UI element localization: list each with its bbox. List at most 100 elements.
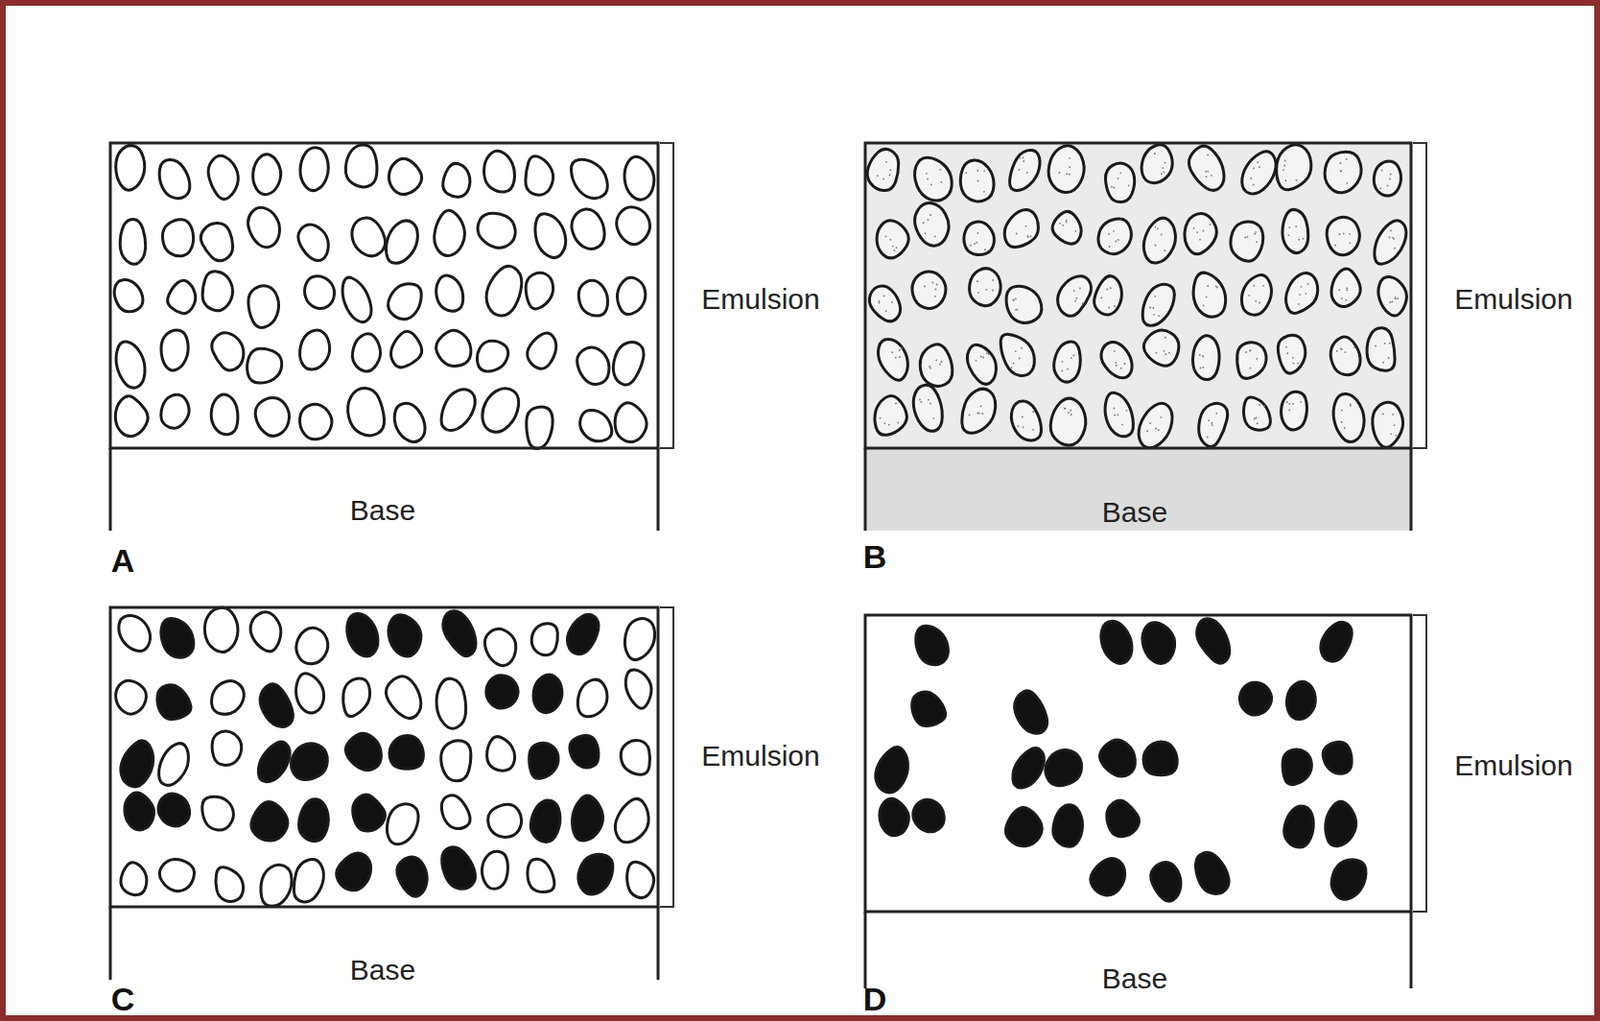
grain-stipple — [1283, 164, 1286, 167]
silver-grain — [116, 341, 145, 388]
silver-grain — [159, 160, 190, 199]
silver-grain — [260, 864, 292, 906]
silver-grain — [571, 209, 605, 249]
grain-stipple — [1374, 345, 1377, 348]
grain-stipple — [1020, 347, 1023, 350]
silver-grain — [1099, 739, 1135, 777]
silver-grain — [441, 795, 471, 829]
silver-grain — [612, 341, 644, 385]
grain-stipple — [1210, 174, 1213, 177]
grain-stipple — [1334, 244, 1337, 247]
silver-grain — [298, 224, 329, 261]
grain-stipple — [1160, 234, 1163, 236]
grain-stipple — [1286, 400, 1289, 403]
silver-grain — [1138, 402, 1173, 448]
grain-stipple — [894, 356, 897, 359]
grain-stipple — [1154, 427, 1157, 430]
silver-grain — [1286, 681, 1316, 719]
silver-grain — [388, 158, 422, 194]
silver-grain — [874, 395, 907, 435]
silver-grain — [1372, 401, 1404, 448]
grain-stipple — [1299, 400, 1302, 403]
grain-stipple — [894, 402, 897, 405]
silver-grain — [530, 800, 561, 843]
grain-stipple — [883, 295, 886, 298]
silver-grain — [482, 388, 519, 432]
silver-grain — [1143, 741, 1177, 776]
silver-grain — [1325, 800, 1357, 846]
grain-stipple — [939, 168, 942, 171]
grain-stipple — [1114, 240, 1117, 243]
grain-stipple — [932, 417, 935, 420]
silver-grain — [1199, 402, 1228, 447]
silver-grain — [436, 678, 467, 729]
grain-stipple — [1164, 352, 1167, 355]
grain-stipple — [876, 174, 879, 177]
silver-grain — [1058, 276, 1092, 316]
grain-stipple — [1061, 360, 1064, 363]
grain-stipple — [900, 347, 903, 350]
grain-stipple — [1288, 402, 1291, 405]
grain-stipple — [1391, 236, 1394, 239]
grain-stipple — [934, 235, 937, 238]
silver-grain — [211, 394, 238, 435]
base-ground — [865, 447, 1412, 531]
grain-stipple — [1256, 422, 1259, 424]
silver-grain — [162, 219, 193, 257]
base-edge — [109, 906, 113, 980]
base-edge — [657, 447, 660, 531]
grain-stipple — [1340, 170, 1342, 173]
grain-stipple — [1391, 413, 1394, 416]
silver-grain — [1282, 209, 1309, 253]
grain-stipple — [1032, 410, 1035, 413]
grain-stipple — [1196, 231, 1199, 234]
silver-grain — [118, 615, 151, 652]
grain-stipple — [1200, 367, 1202, 370]
silver-grain — [436, 275, 464, 311]
silver-grain — [442, 847, 476, 889]
grain-stipple — [892, 245, 895, 248]
silver-grain — [879, 798, 910, 835]
grain-stipple — [1065, 172, 1068, 175]
silver-grain — [486, 675, 518, 708]
grain-stipple — [1252, 167, 1255, 170]
grain-stipple — [1296, 362, 1299, 365]
silver-grain — [1320, 621, 1352, 661]
base-edge — [1410, 447, 1413, 531]
grain-stipple — [1388, 178, 1391, 181]
silver-grain — [397, 856, 427, 896]
grain-stipple — [1149, 306, 1152, 309]
silver-grain — [477, 212, 516, 248]
silver-grain — [161, 617, 194, 658]
grain-stipple — [929, 367, 932, 370]
grain-stipple — [1387, 185, 1389, 188]
grain-stipple — [1344, 351, 1347, 353]
grain-stipple — [1341, 409, 1343, 412]
grain-stipple — [935, 288, 938, 291]
silver-grain — [915, 202, 950, 246]
grain-stipple — [1117, 238, 1120, 241]
grain-stipple — [1211, 423, 1214, 426]
grain-stipple — [1154, 226, 1157, 229]
silver-grain — [1142, 622, 1176, 664]
grain-stipple — [918, 399, 921, 401]
silver-grain — [484, 150, 516, 192]
grain-stipple — [1012, 362, 1015, 365]
silver-grain — [625, 669, 652, 708]
grain-stipple — [1058, 222, 1061, 225]
grain-stipple — [1288, 226, 1291, 229]
silver-grain — [347, 612, 378, 656]
grain-stipple — [988, 352, 990, 355]
silver-grain — [1098, 218, 1131, 255]
grain-stipple — [1382, 361, 1385, 364]
grain-stipple — [1353, 346, 1356, 349]
grain-stipple — [1113, 407, 1116, 410]
silver-grain — [352, 217, 386, 257]
grain-stipple — [885, 235, 888, 237]
silver-grain — [305, 276, 335, 309]
grain-stipple — [1069, 409, 1072, 412]
grain-stipple — [1336, 350, 1339, 353]
grain-stipple — [975, 241, 978, 244]
silver-grain — [250, 611, 282, 652]
